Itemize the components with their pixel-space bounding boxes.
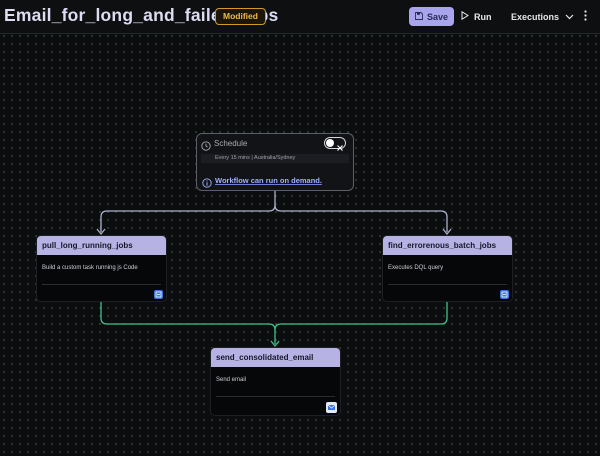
save-button[interactable]: Save bbox=[409, 7, 454, 26]
clock-icon bbox=[201, 138, 211, 156]
node-description: Build a custom task running js Code bbox=[42, 265, 138, 271]
node-divider bbox=[42, 284, 161, 285]
workflow-title[interactable]: Email_for_long_and_failed_jobs bbox=[4, 5, 279, 25]
edge-trigger-to-find bbox=[274, 204, 448, 232]
executions-label: Executions bbox=[511, 11, 560, 22]
save-label: Save bbox=[426, 11, 449, 22]
executions-dropdown[interactable]: Executions bbox=[511, 7, 574, 26]
node-title: find_errorenous_batch_jobs bbox=[383, 236, 512, 255]
more-vertical-icon bbox=[583, 8, 587, 26]
edge-pull-to-email bbox=[100, 302, 276, 344]
dql-query-icon bbox=[500, 290, 509, 299]
play-icon bbox=[461, 10, 469, 22]
node-description: Executes DQL query bbox=[388, 265, 444, 271]
toggle-switch-icon[interactable] bbox=[324, 137, 346, 151]
node-divider bbox=[216, 396, 335, 397]
node-title: pull_long_running_jobs bbox=[37, 236, 166, 255]
more-options-button[interactable] bbox=[579, 7, 591, 26]
task-node-pull-long-running-jobs[interactable]: pull_long_running_jobs Build a custom ta… bbox=[36, 235, 167, 302]
toggle-knob bbox=[326, 139, 334, 147]
edge-trigger-to-pull bbox=[100, 191, 276, 232]
close-icon bbox=[336, 139, 344, 157]
code-task-icon bbox=[154, 290, 163, 299]
task-node-send-consolidated-email[interactable]: send_consolidated_email Send email bbox=[210, 347, 341, 416]
run-on-demand-link[interactable]: Workflow can run on demand. bbox=[215, 176, 322, 185]
email-icon bbox=[326, 402, 337, 413]
edge-find-to-email bbox=[274, 302, 448, 331]
node-divider bbox=[388, 284, 507, 285]
toolbar: Email_for_long_and_failed_jobs Modified … bbox=[0, 0, 600, 34]
node-title: send_consolidated_email bbox=[211, 348, 340, 367]
status-badge: Modified bbox=[215, 8, 266, 25]
chevron-down-icon bbox=[565, 12, 574, 22]
trigger-title: Schedule bbox=[214, 139, 248, 148]
save-icon bbox=[415, 11, 423, 22]
node-description: Send email bbox=[216, 377, 247, 383]
run-label: Run bbox=[474, 11, 492, 22]
trigger-schedule-text: Every 15 mins | Australia/Sydney bbox=[201, 154, 349, 163]
task-node-find-errorenous-batch-jobs[interactable]: find_errorenous_batch_jobs Executes DQL … bbox=[382, 235, 513, 302]
run-button[interactable]: Run bbox=[461, 7, 492, 26]
info-icon bbox=[202, 175, 212, 193]
